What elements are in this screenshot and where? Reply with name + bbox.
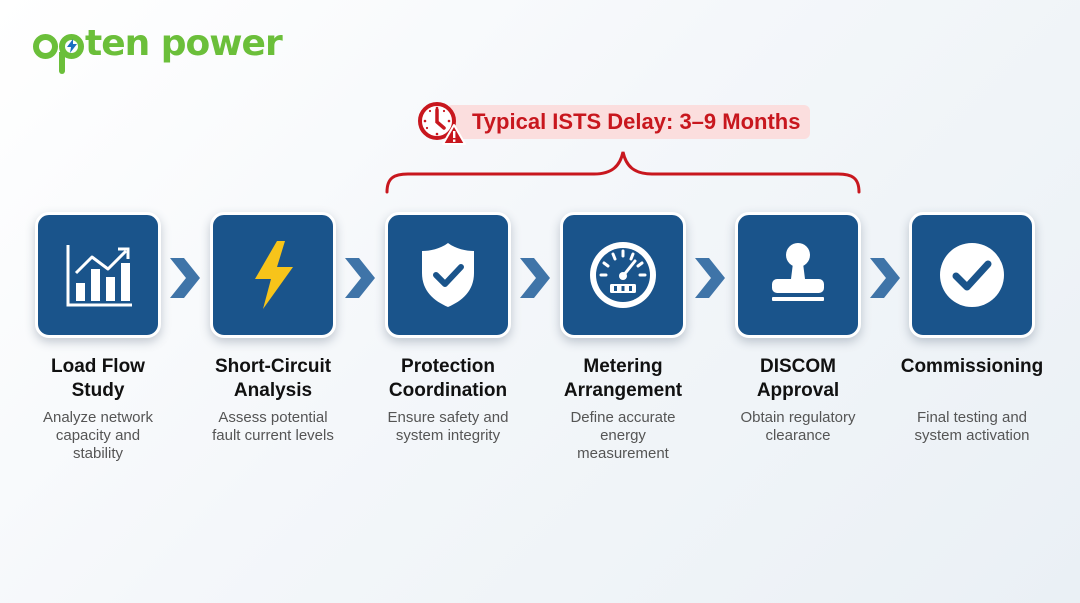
delay-label: Typical ISTS Delay: 3–9 Months xyxy=(446,105,811,139)
logo-o-ring xyxy=(33,33,58,59)
check-circle-icon xyxy=(940,243,1004,307)
step-card-metering xyxy=(560,212,686,338)
step-card-commissioning xyxy=(909,212,1035,338)
logo-bolt-icon xyxy=(59,33,84,74)
step-card-protection xyxy=(385,212,511,338)
step-card-load-flow xyxy=(35,212,161,338)
lightning-bolt-icon xyxy=(255,241,293,309)
shield-check-icon xyxy=(422,243,474,307)
opten-power-logo: ten power xyxy=(33,23,283,74)
stamp-icon xyxy=(772,243,824,301)
logo-text: ten power xyxy=(85,23,283,64)
chevron-right-icon xyxy=(695,258,725,298)
clock-warning-icon xyxy=(418,102,466,145)
delay-callout: Typical ISTS Delay: 3–9 Months xyxy=(416,102,811,145)
chevron-right-icon xyxy=(870,258,900,298)
step-card-short-circuit xyxy=(210,212,336,338)
bar-chart-trend-icon xyxy=(66,245,132,307)
meter-gauge-icon xyxy=(590,242,656,308)
delay-span-brace xyxy=(385,151,861,194)
chevron-right-icon xyxy=(170,258,200,298)
step-title: Commissioning xyxy=(900,356,1044,377)
chevron-right-icon xyxy=(520,258,550,298)
step-card-discom xyxy=(735,212,861,338)
chevron-right-icon xyxy=(345,258,375,298)
